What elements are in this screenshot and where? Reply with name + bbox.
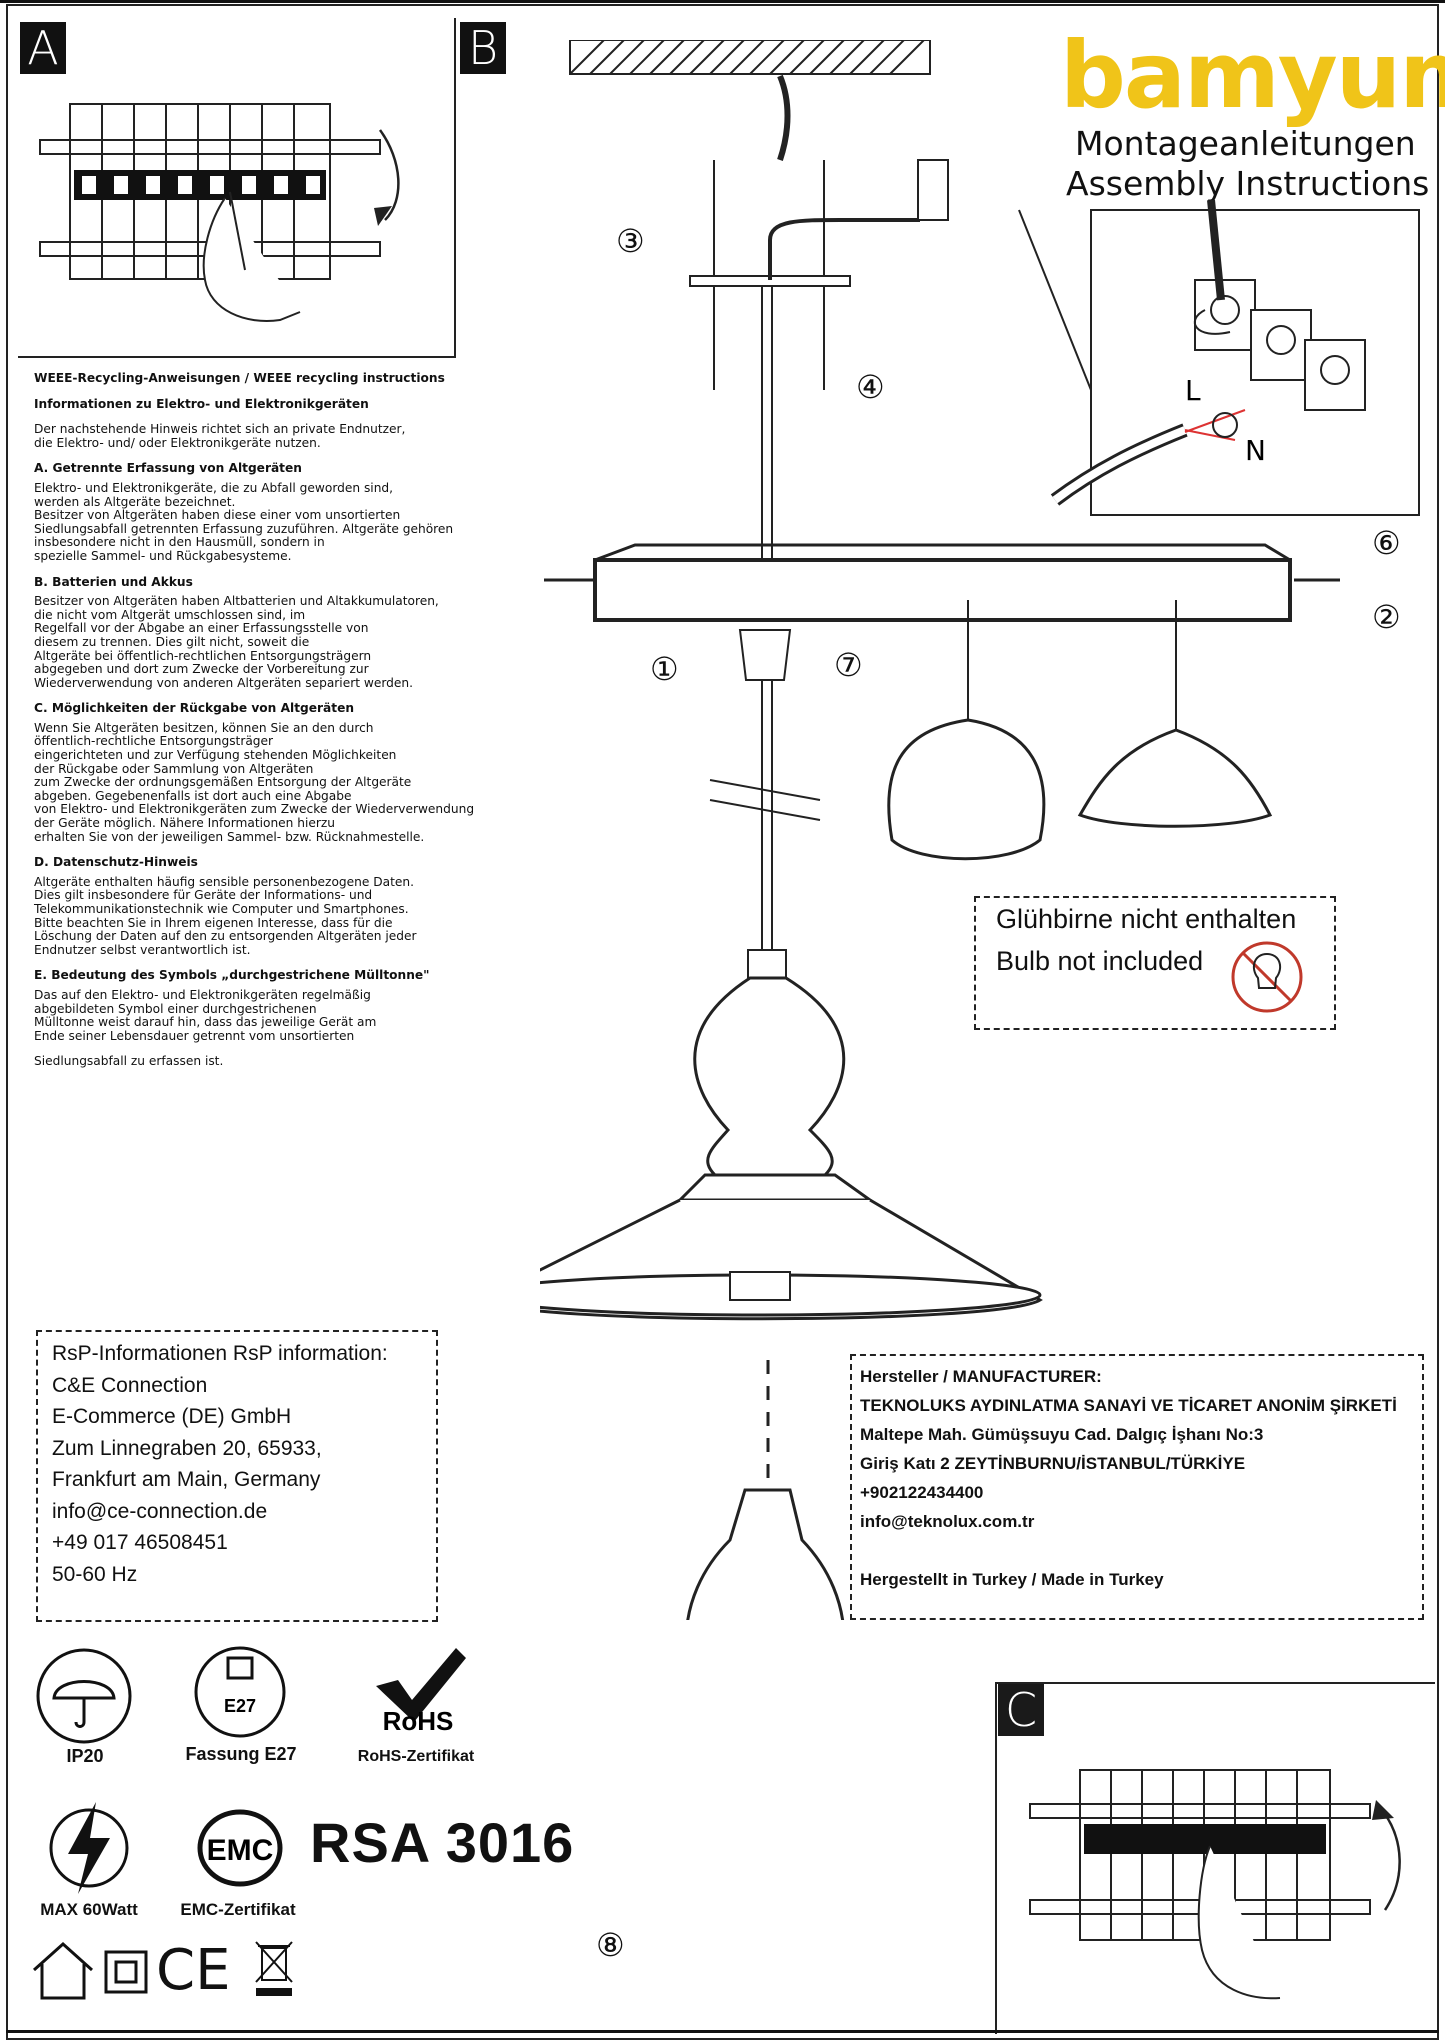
step-3: ③ <box>616 222 645 260</box>
weee-section-a-title: A. Getrennte Erfassung von Altgeräten <box>34 461 302 476</box>
emc-label: EMC-Zertifikat <box>180 1900 296 1919</box>
model-number: RSA 3016 <box>310 1811 575 1874</box>
rsp-line: info@ce-connection.de <box>52 1499 268 1523</box>
weee-section-d-title: D. Datenschutz-Hinweis <box>34 855 198 870</box>
assembly-diagram <box>540 40 1340 1620</box>
rsp-line: Zum Linnegraben 20, 65933, <box>52 1436 322 1460</box>
umbrella-icon <box>36 1648 132 1744</box>
weee-section-d-text: Altgeräte enthalten häufig sensible pers… <box>34 874 417 957</box>
rsp-line: E-Commerce (DE) GmbH <box>52 1405 292 1428</box>
panel-a-label: A <box>20 22 66 74</box>
step-2: ② <box>1372 598 1401 636</box>
weee-section-e-text: Das auf den Elektro- und Elektronikgerät… <box>34 987 377 1043</box>
manufacturer-line: info@teknolux.com.tr <box>860 1512 1035 1531</box>
e27-icon-text: E27 <box>224 1696 256 1716</box>
step-8: ⑧ <box>596 1926 625 1964</box>
panel-c-label: C <box>998 1684 1044 1736</box>
title-en: Assembly Instructions <box>1066 164 1430 203</box>
rohs-check-icon: RoHS <box>376 1648 466 1734</box>
bulb-note-en: Bulb not included <box>996 946 1204 976</box>
panel-a <box>18 18 456 358</box>
class-ii-icon <box>104 1950 148 1994</box>
weee-section-a-text: Elektro- und Elektronikgeräte, die zu Ab… <box>34 480 454 563</box>
manufacturer-box: Hersteller / MANUFACTURER: TEKNOLUKS AYD… <box>850 1354 1424 1620</box>
manufacturer-line: Maltepe Mah. Gümüşsuyu Cad. Dalgıç İşhan… <box>860 1425 1264 1444</box>
weee-intro: Der nachstehende Hinweis richtet sich an… <box>34 422 406 450</box>
rsp-line: C&E Connection <box>52 1373 208 1397</box>
bottom-rule <box>6 2030 1439 2033</box>
weee-section-b-text: Besitzer von Altgeräten haben Altbatteri… <box>34 594 439 690</box>
weee-section-b-title: B. Batterien und Akkus <box>34 574 193 589</box>
rohs-label: RoHS-Zertifikat <box>357 1748 475 1765</box>
step-6: ⑥ <box>1372 524 1401 562</box>
panel-b-label: B <box>460 22 506 74</box>
bulb-note-box: Glühbirne nicht enthalten Bulb not inclu… <box>974 896 1336 1030</box>
weee-closing: Siedlungsabfall zu erfassen ist. <box>34 1054 224 1069</box>
brand-logo: bamyum <box>1060 22 1445 129</box>
manufacturer-line: TEKNOLUKS AYDINLATMA SANAYİ VE TİCARET A… <box>860 1396 1397 1415</box>
weee-section-c-title: C. Möglichkeiten der Rückgabe von Altger… <box>34 701 355 716</box>
panel-c <box>995 1682 1435 2034</box>
manufacturer-line: +902122434400 <box>860 1483 984 1502</box>
ce-mark-icon: CE <box>156 1938 231 2003</box>
manufacturer-line: Giriş Katı 2 ZEYTİNBURNU/İSTANBUL/TÜRKİY… <box>860 1454 1246 1473</box>
ip-rating: IP20 <box>66 1746 104 1766</box>
weee-section-e-title: E. Bedeutung des Symbols „durchgestriche… <box>34 968 430 983</box>
top-rule <box>0 0 1445 3</box>
e27-socket-icon: E27 <box>194 1646 286 1738</box>
manufacturer-title: Hersteller / MANUFACTURER: <box>860 1367 1102 1386</box>
max-power: MAX 60Watt <box>40 1900 138 1919</box>
title-de: Montageanleitungen <box>1075 124 1416 163</box>
socket-type: Fassung E27 <box>185 1744 297 1764</box>
rohs-icon-text: RoHS <box>383 1706 454 1734</box>
emc-icon-text: EMC <box>207 1834 274 1867</box>
rsp-info-box: RsP-Informationen RsP information: C&E C… <box>36 1330 438 1622</box>
wiring-detail-illustration: L N <box>1018 200 1420 516</box>
breaker-on-illustration <box>1029 1769 1401 2000</box>
made-in: Hergestellt in Turkey / Made in Turkey <box>860 1570 1164 1589</box>
rsp-line: Frankfurt am Main, Germany <box>52 1468 321 1491</box>
step-1: ① <box>650 650 679 688</box>
rsp-line: +49 017 46508451 <box>52 1531 228 1554</box>
weee-heading: WEEE-Recycling-Anweisungen / WEEE recycl… <box>34 371 445 385</box>
indoor-use-icon <box>32 1941 94 2000</box>
rsp-line: 50-60 Hz <box>52 1562 138 1586</box>
no-bulb-icon <box>1231 941 1303 1013</box>
bulb-note-de: Glühbirne nicht enthalten <box>996 904 1297 934</box>
wire-label-l: L <box>1185 374 1201 407</box>
weee-subheading: Informationen zu Elektro- und Elektronik… <box>34 396 369 411</box>
breaker-off-illustration <box>39 103 400 322</box>
page-frame <box>6 4 1439 2040</box>
weee-section-c-text: Wenn Sie Altgeräten besitzen, können Sie… <box>34 720 475 844</box>
wire-label-n: N <box>1245 434 1266 467</box>
emc-icon: EMC <box>197 1809 283 1887</box>
step-7: ⑦ <box>834 646 863 684</box>
step-4: ④ <box>856 368 885 406</box>
rsp-title: RsP-Informationen RsP information: <box>52 1342 388 1365</box>
crossed-bin-icon <box>255 1941 293 1996</box>
lightning-icon <box>49 1802 129 1894</box>
weee-instructions: WEEE-Recycling-Anweisungen / WEEE recycl… <box>34 371 534 1081</box>
